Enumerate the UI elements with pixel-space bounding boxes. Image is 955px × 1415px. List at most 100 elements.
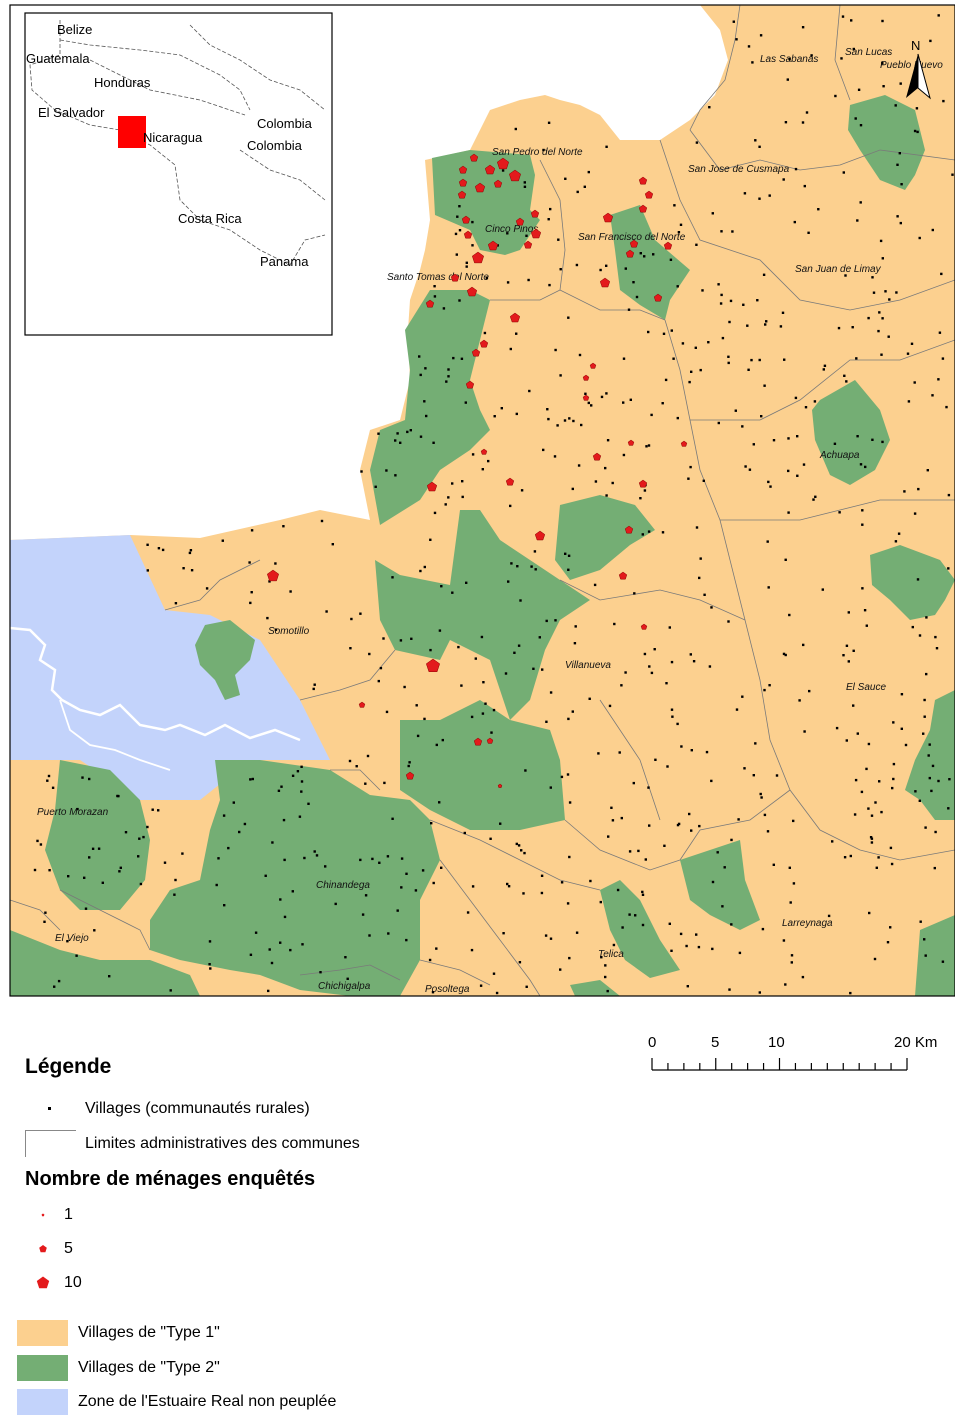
village-dot <box>545 720 548 723</box>
village-dot <box>643 255 646 258</box>
village-dot <box>686 985 689 988</box>
village-dot <box>881 62 884 65</box>
village-dot <box>93 929 96 932</box>
survey-marker <box>426 658 440 672</box>
village-dot <box>672 357 675 360</box>
village-dot <box>482 681 485 684</box>
village-dot <box>597 752 600 755</box>
village-dot <box>502 932 505 935</box>
village-dot <box>406 430 409 434</box>
village-dot <box>618 751 621 754</box>
village-dot <box>882 85 885 88</box>
village-dot <box>470 715 474 719</box>
village-dot <box>541 668 544 671</box>
survey-marker <box>582 374 590 381</box>
village-dot <box>588 697 591 700</box>
village-dot <box>279 941 282 944</box>
village-dot <box>157 809 160 812</box>
village-dot <box>568 855 571 859</box>
village-dot <box>88 856 91 859</box>
village-dot <box>583 185 586 188</box>
village-dot <box>784 558 787 561</box>
village-dot <box>907 400 911 403</box>
village-dot <box>334 902 337 906</box>
village-dot <box>708 106 711 109</box>
legend-survey-title: Nombre de ménages enquêtés <box>25 1168 316 1190</box>
village-dot <box>641 893 645 896</box>
village-dot <box>918 799 921 802</box>
village-dot <box>368 652 371 656</box>
village-dot <box>407 764 410 768</box>
survey-marker <box>486 737 494 744</box>
village-dot <box>842 654 845 657</box>
village-dot <box>695 141 699 144</box>
village-dot <box>652 253 655 256</box>
village-dot <box>758 991 761 994</box>
village-dot <box>701 289 704 292</box>
village-dot <box>802 643 805 647</box>
village-dot <box>604 975 607 979</box>
village-dot <box>344 956 347 959</box>
village-dot <box>768 684 771 687</box>
village-dot <box>822 368 825 371</box>
village-dot <box>856 219 859 222</box>
village-dot <box>283 858 286 862</box>
village-dot <box>792 882 796 885</box>
village-dot <box>429 648 432 652</box>
village-dot <box>53 985 56 988</box>
village-dot <box>515 332 518 335</box>
village-dot <box>938 331 942 334</box>
village-dot <box>514 127 517 131</box>
village-dot <box>232 801 235 804</box>
village-dot <box>101 881 104 884</box>
village-dot <box>403 685 406 689</box>
village-dot <box>607 835 610 838</box>
village-dot <box>668 626 671 629</box>
village-dot <box>856 732 859 735</box>
village-dot <box>881 257 884 260</box>
village-dot <box>313 850 316 853</box>
village-dot <box>910 342 914 345</box>
village-dot <box>641 923 645 927</box>
village-dot <box>528 389 531 393</box>
village-dot <box>861 523 864 526</box>
village-dot <box>348 759 352 763</box>
village-dot <box>364 782 367 785</box>
village-dot <box>747 45 751 48</box>
survey-marker <box>638 204 648 213</box>
village-dot <box>647 330 650 334</box>
village-dot <box>325 610 328 613</box>
village-dot <box>900 727 903 730</box>
village-dot <box>428 958 432 962</box>
village-dot <box>892 762 896 766</box>
survey-marker <box>474 182 486 193</box>
village-dot <box>493 415 496 418</box>
village-dot <box>767 586 770 589</box>
village-dot <box>298 815 302 818</box>
village-dot <box>604 964 607 967</box>
legend-survey-5-label: 5 <box>64 1240 73 1257</box>
village-dot <box>690 749 693 752</box>
village-dot <box>480 635 484 639</box>
village-dot <box>710 606 713 609</box>
village-dot <box>410 637 413 640</box>
commune-borders <box>10 5 955 996</box>
village-dot <box>782 652 786 656</box>
village-dot <box>917 487 920 491</box>
village-dot <box>465 581 468 584</box>
legend-survey-10-label: 10 <box>64 1274 82 1291</box>
type2-region-southeast <box>915 915 955 996</box>
village-dot <box>734 409 737 412</box>
village-dot <box>88 777 91 781</box>
village-dot <box>282 525 285 528</box>
survey-marker <box>463 230 473 239</box>
boundary-line-icon <box>25 1130 76 1157</box>
label-chichigalpa: Chichigalpa <box>318 981 371 992</box>
village-dot <box>761 927 765 931</box>
village-dot <box>622 401 625 404</box>
village-dot <box>545 619 548 623</box>
inset-label-honduras: Honduras <box>94 75 151 90</box>
village-dot <box>720 230 723 233</box>
village-dot <box>594 480 598 483</box>
village-dot <box>238 830 241 834</box>
